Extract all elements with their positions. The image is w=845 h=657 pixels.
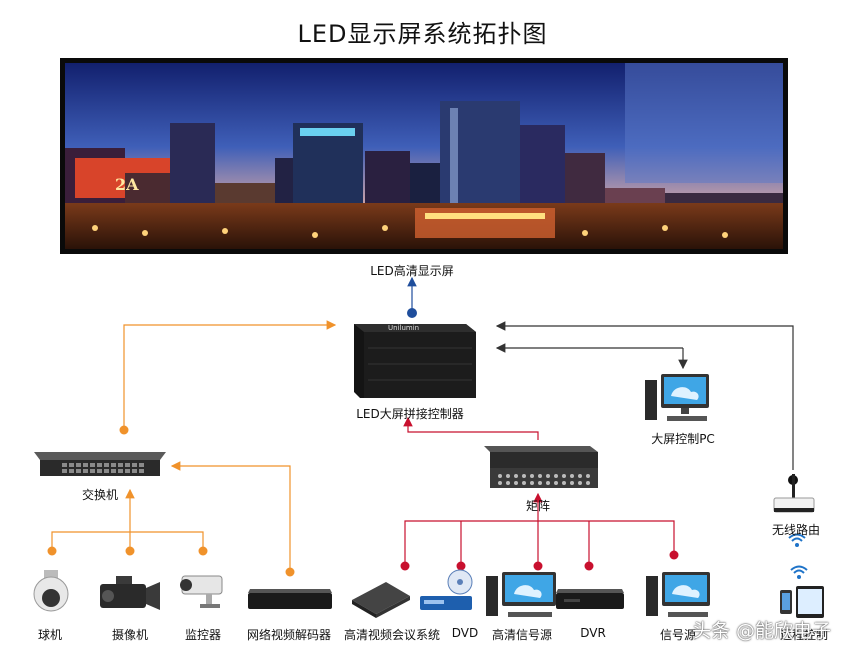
billboard-text: 2A — [115, 175, 139, 194]
wireless-router-icon — [773, 474, 815, 513]
splice-controller-icon: Unilumin — [354, 324, 476, 398]
splice-controller-label: LED大屏拼接控制器 — [356, 407, 464, 421]
hd-signal-source-pc-icon — [486, 572, 556, 617]
hd-signal-source-label: 高清信号源 — [491, 628, 553, 642]
wifi-icon — [790, 565, 808, 579]
city-skyline-image: 2A — [65, 63, 783, 249]
dome-camera-icon — [33, 570, 69, 612]
matrix-label: 矩阵 — [525, 499, 551, 513]
video-conference-label: 高清视频会议系统 — [343, 628, 441, 642]
brand-text: Unilumin — [388, 324, 419, 332]
network-decoder-label: 网络视频解码器 — [246, 628, 332, 642]
remote-control-label: 远程控制 — [779, 628, 829, 642]
signal-source-label: 信号源 — [659, 628, 697, 642]
dvr-label: DVR — [580, 626, 606, 640]
network-switch-icon — [34, 452, 166, 476]
dvr-icon — [556, 589, 624, 609]
dvd-player-icon — [420, 569, 473, 610]
signal-source-pc-icon — [646, 572, 710, 617]
switch-label: 交换机 — [81, 488, 119, 502]
page-title: LED显示屏系统拓扑图 — [297, 20, 548, 48]
control-pc-icon — [645, 374, 709, 421]
dvd-label: DVD — [451, 626, 479, 640]
surveillance-camera-icon — [180, 575, 223, 608]
led-screen-image: 2A — [60, 58, 788, 254]
monitor-camera-label: 监控器 — [184, 628, 222, 642]
network-decoder-icon — [248, 589, 332, 609]
camcorder-label: 摄像机 — [111, 628, 149, 642]
watermark: 头条 @能欣电子 — [691, 620, 831, 642]
dome-camera-label: 球机 — [37, 628, 63, 642]
video-conference-icon — [352, 582, 410, 618]
wireless-router-label: 无线路由 — [771, 523, 821, 537]
camcorder-icon — [100, 576, 160, 610]
led-screen-label: LED高清显示屏 — [370, 264, 454, 278]
wifi-icon — [788, 533, 806, 547]
mobile-devices-icon — [780, 586, 824, 618]
matrix-icon — [484, 446, 598, 488]
control-pc-label: 大屏控制PC — [651, 432, 715, 446]
